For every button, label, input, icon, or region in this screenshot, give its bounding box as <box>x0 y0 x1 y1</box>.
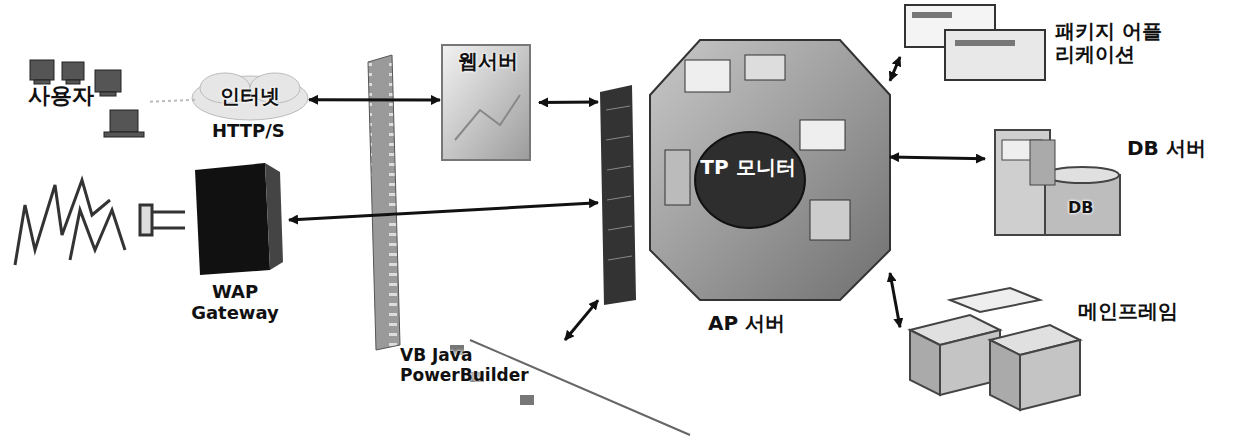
wap-gateway: WAP Gateway <box>185 160 289 360</box>
ap-server-shape <box>650 40 890 300</box>
connector <box>890 273 900 327</box>
protocol-label: HTTP/S <box>212 120 285 141</box>
ap-server-bar <box>600 85 636 305</box>
connector <box>289 203 598 220</box>
node-label: WAP Gateway <box>185 282 285 323</box>
circle-outline <box>693 130 807 230</box>
tp-monitor: TP 모니터 <box>693 130 807 230</box>
connector <box>539 101 598 104</box>
node-label: TP 모니터 <box>693 156 803 179</box>
node-label: 인터넷 <box>195 85 305 108</box>
node-label: VB Java PowerBuilder <box>400 346 520 385</box>
connector <box>150 100 195 102</box>
package-screens <box>905 5 1045 80</box>
connector <box>890 57 900 81</box>
internet-cloud: 인터넷 <box>195 75 309 120</box>
mainframe: 메인프레임 <box>900 280 1182 415</box>
db-server: DB 서버 <box>985 115 1216 240</box>
client-tools: VB Java PowerBuilder <box>395 340 595 440</box>
node-label: DB 서버 <box>1127 137 1212 160</box>
wap-gateway-box <box>195 163 283 275</box>
mainframe-icon <box>910 288 1080 410</box>
drum-label: DB <box>1068 198 1093 217</box>
client-tools <box>450 340 690 435</box>
mobile-antenna <box>15 180 185 265</box>
connector <box>890 157 985 159</box>
node-label: 메인프레임 <box>1078 300 1178 323</box>
node-label: 웹서버 <box>440 50 535 73</box>
db-server-icon <box>995 130 1120 235</box>
internet-cloud <box>192 73 308 120</box>
connector <box>309 98 440 101</box>
node-label: AP 서버 <box>708 312 785 335</box>
node-label: 패키지 어플리케이션 <box>1055 20 1175 66</box>
node-label: 사용자 <box>28 83 94 108</box>
package-application: 패키지 어플리케이션 <box>900 0 1180 95</box>
connector <box>565 300 598 340</box>
user-group: 사용자 <box>20 55 150 140</box>
ap-server: AP 서버 TP 모니터 <box>598 35 890 340</box>
web-server: 웹서버 <box>440 40 539 165</box>
